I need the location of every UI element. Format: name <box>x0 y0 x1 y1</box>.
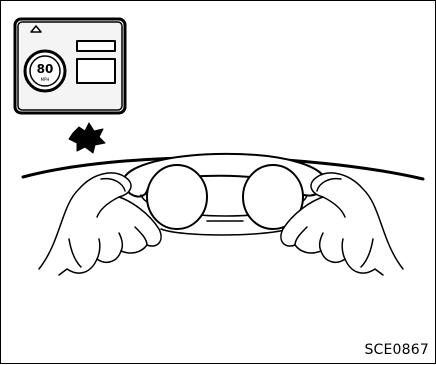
tap-indicator-icon <box>69 123 105 153</box>
display-bar <box>77 41 115 51</box>
instrument-cluster-inset: 80 MPH <box>15 19 125 113</box>
left-gauge <box>147 165 207 229</box>
figure-code-label: SCE0867 <box>364 343 429 357</box>
display-panel <box>77 59 115 83</box>
speedometer-gauge: 80 MPH <box>25 51 65 91</box>
speedometer-reading: 80 <box>37 62 54 76</box>
speedometer-unit: MPH <box>41 77 50 82</box>
